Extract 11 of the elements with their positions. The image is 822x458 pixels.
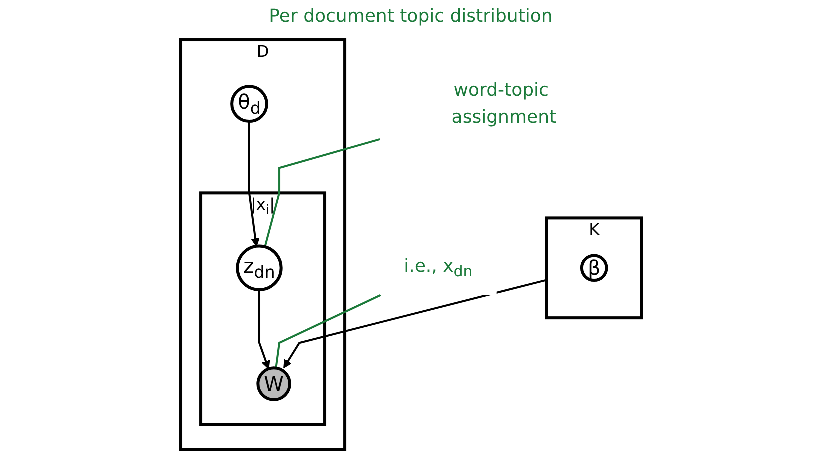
node-text: word-topic assignment [451,80,556,128]
node-circle: z$_{dn}$ [236,244,282,292]
node-circle: β [580,254,608,282]
annotation-text: Per document topic distribution [269,6,553,27]
arrow [258,290,270,370]
arrow [283,279,547,369]
node-circle: θ$_{d}$ [230,85,268,124]
node-circle: W [256,366,292,402]
connector [274,294,382,368]
arrow [248,122,260,247]
connector [264,138,380,248]
